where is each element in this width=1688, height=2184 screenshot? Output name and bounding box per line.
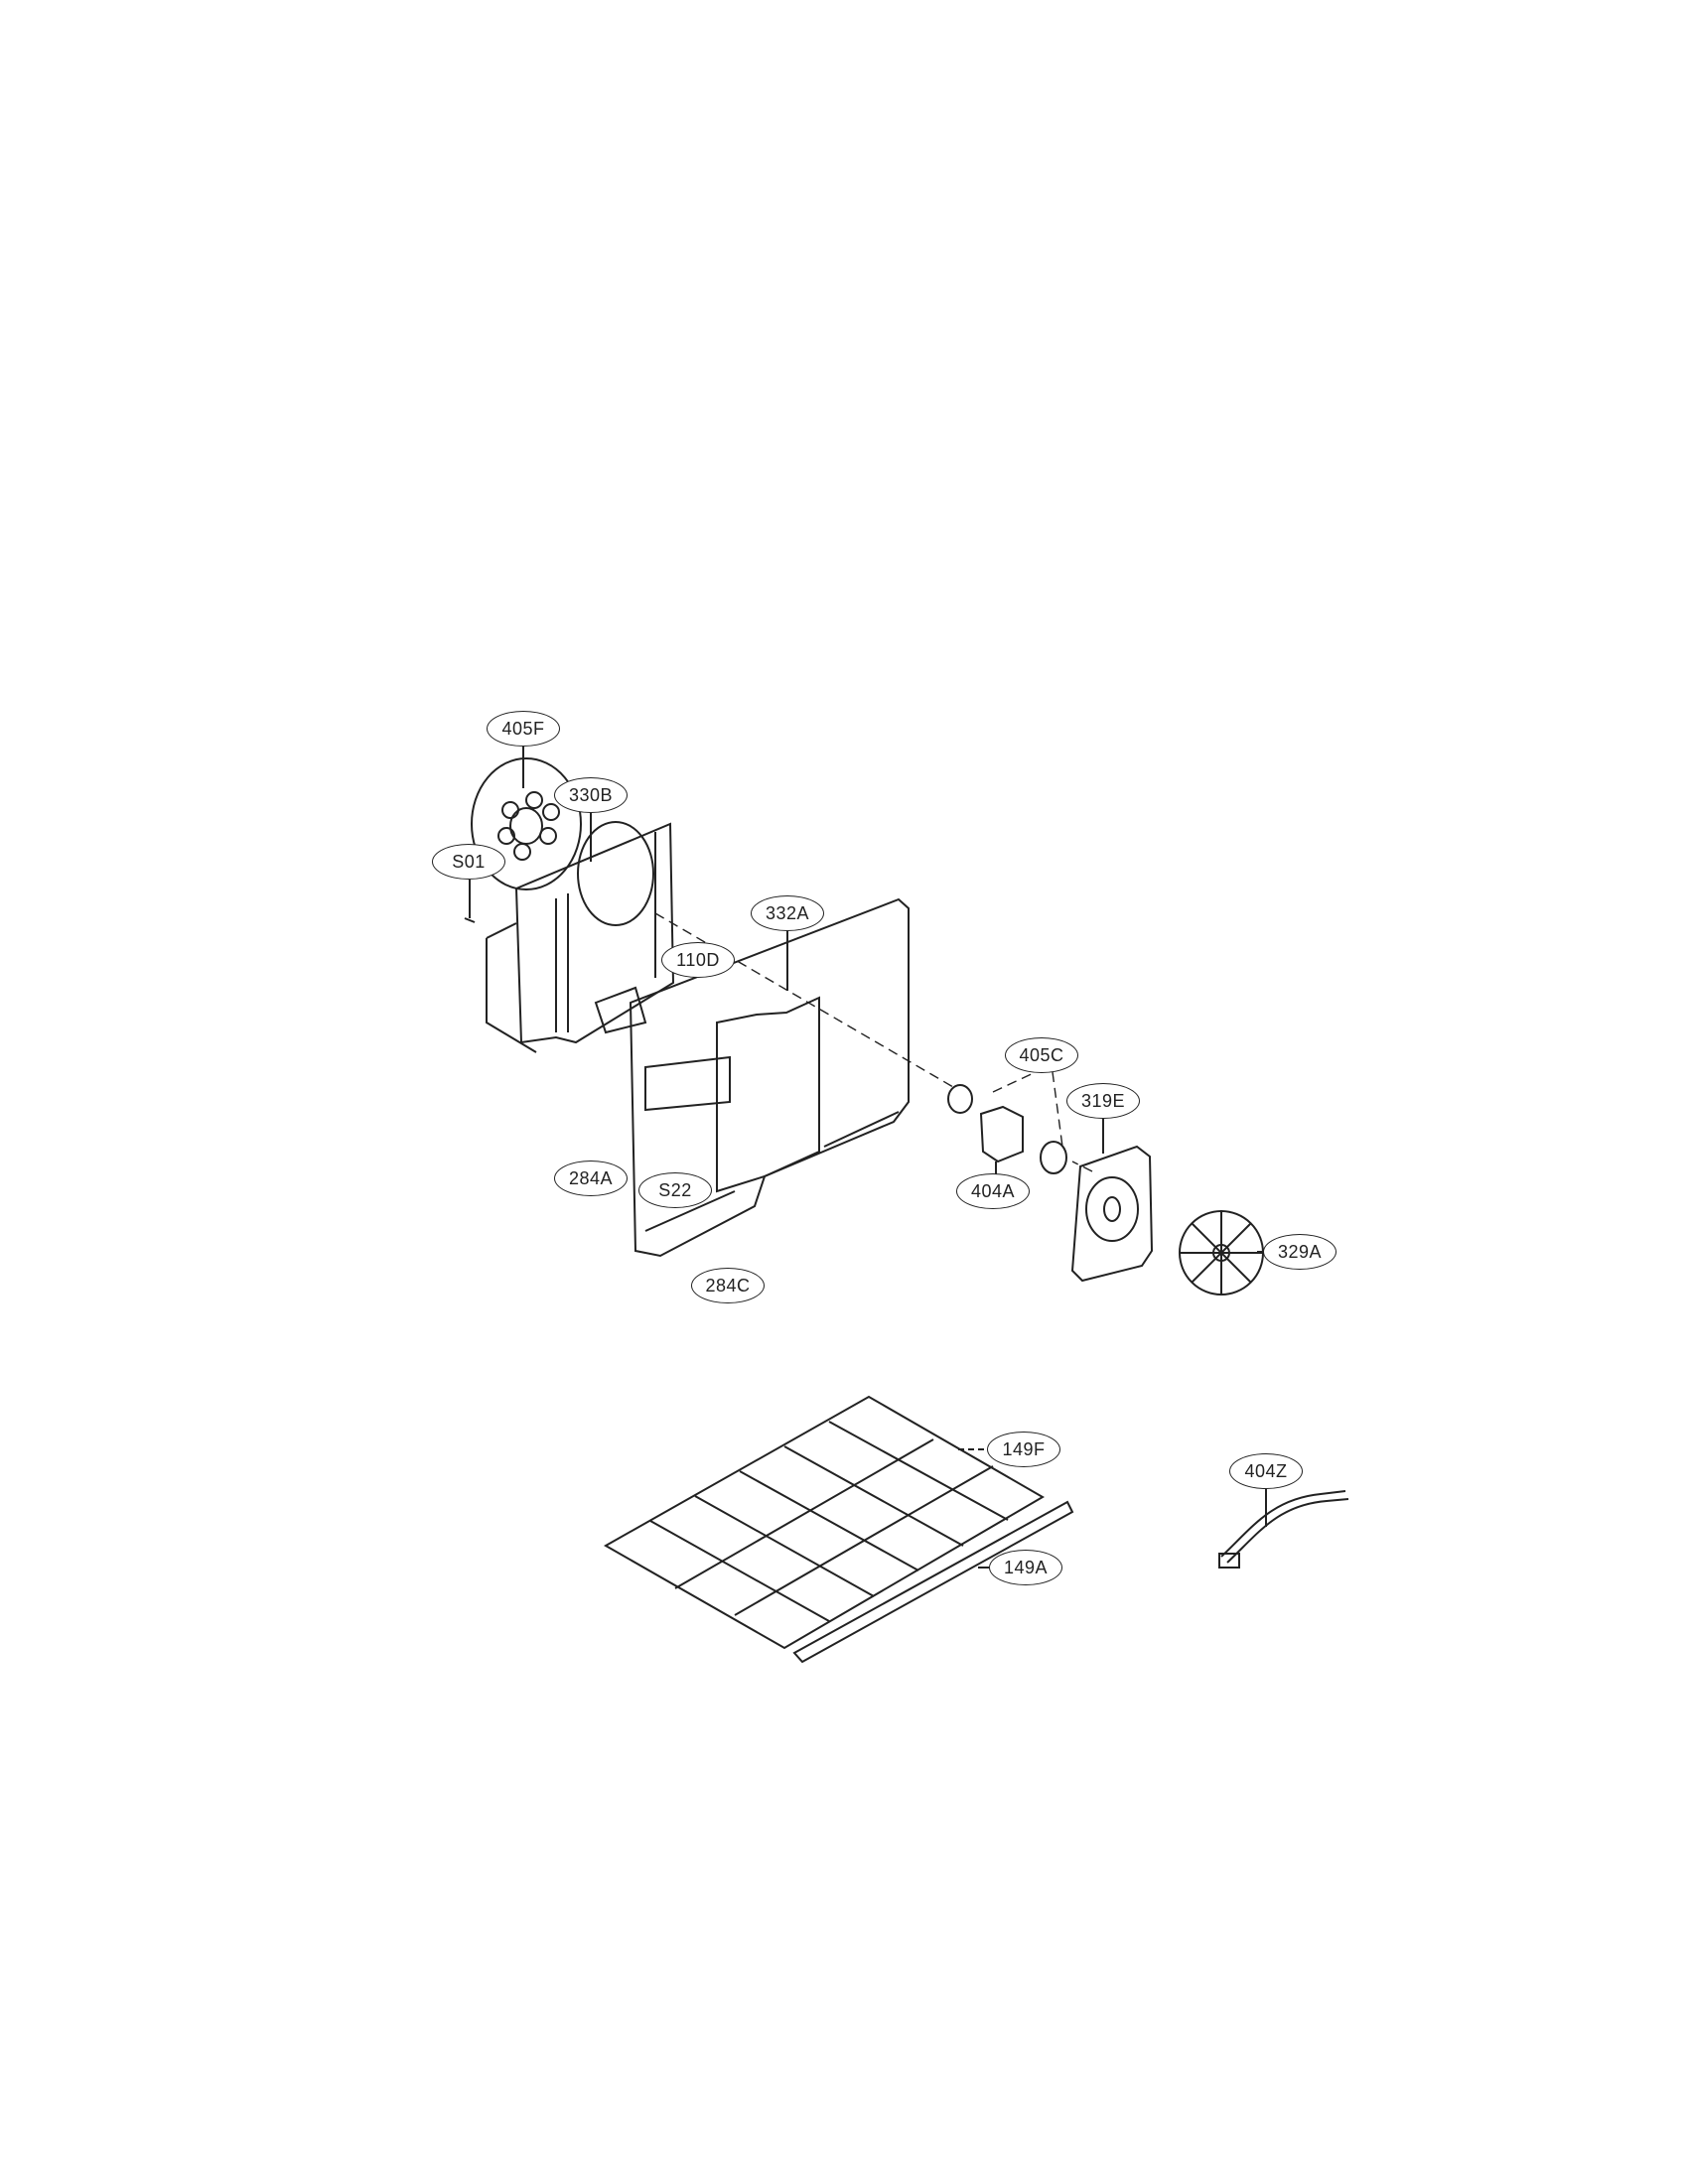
part-label-405C: 405C	[1005, 1037, 1078, 1073]
part-label-110D: 110D	[661, 942, 735, 978]
part-label-404Z: 404Z	[1229, 1453, 1303, 1489]
fan-motor-404A	[979, 1105, 1024, 1175]
fan-shroud-319E	[1070, 1119, 1154, 1283]
part-label-149F: 149F	[987, 1432, 1060, 1467]
part-label-284A: 284A	[554, 1160, 628, 1196]
part-label-330B: 330B	[554, 777, 628, 813]
grommet-405C	[1040, 1141, 1067, 1174]
part-label-405F: 405F	[487, 711, 560, 747]
part-label-284C: 284C	[691, 1268, 765, 1303]
grommet	[947, 1084, 973, 1114]
fan-bracket-330B	[486, 813, 675, 1053]
evaporator-cover-332A	[629, 897, 910, 1258]
part-label-149A: 149A	[989, 1550, 1062, 1585]
shelf-trim-149A	[792, 1500, 1074, 1664]
wire-shelf-149F	[603, 1395, 1045, 1650]
part-label-319E: 319E	[1066, 1083, 1140, 1119]
screw-S01	[464, 880, 476, 923]
part-label-S01: S01	[432, 844, 505, 880]
part-label-329A: 329A	[1263, 1234, 1336, 1270]
fan-grommet-disc-405F	[471, 747, 582, 890]
part-label-404A: 404A	[956, 1173, 1030, 1209]
fan-blade-329A	[1179, 1210, 1264, 1296]
part-label-332A: 332A	[751, 895, 824, 931]
wire-harness-404Z	[1218, 1489, 1349, 1569]
part-label-S22: S22	[638, 1172, 712, 1208]
